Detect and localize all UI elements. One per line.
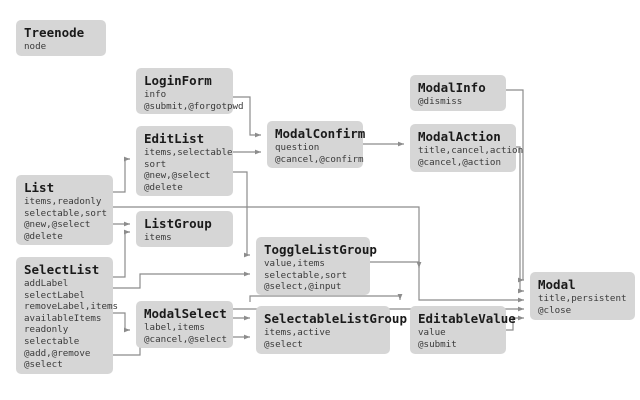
edge-selectlist-modalselect [113, 312, 130, 333]
node-attr: selectable [24, 335, 80, 347]
node-attr: selectable,sort [264, 269, 347, 281]
node-attr: @delete [144, 181, 183, 193]
node-attrs: node [24, 41, 98, 53]
node-attr: items,active [264, 327, 331, 338]
node-attrs: value@submit [418, 327, 498, 350]
node-title: Modal [538, 277, 576, 292]
node-loginform[interactable]: LoginForm info@submit,@forgotpwd [136, 68, 244, 114]
node-attr: selectable,sort [24, 207, 107, 219]
node-title: ModalSelect [144, 306, 227, 321]
node-title: SelectList [24, 262, 100, 277]
node-attr: @cancel,@action [418, 156, 501, 168]
node-selectablelistgroup[interactable]: SelectableListGroup items,active@select [256, 306, 407, 354]
node-attr: @select [24, 359, 63, 371]
node-attr: title,persistent [538, 293, 627, 304]
edge-editlist-togglelistgroup [233, 171, 250, 258]
node-attr: @submit,@forgotpwd [144, 100, 244, 112]
node-title: ListGroup [144, 216, 212, 231]
node-editablevalue[interactable]: EditableValue value@submit [410, 306, 516, 354]
node-attrs: info@submit,@forgotpwd [144, 89, 244, 112]
node-attr: @new,@select [144, 170, 211, 182]
edge-selectlist-togglelistgroup [113, 271, 250, 289]
node-modalaction[interactable]: ModalAction title,cancel,action@cancel,@… [410, 124, 524, 172]
node-attr: readonly [24, 324, 69, 336]
node-title: Treenode [24, 25, 85, 40]
node-attr: title,cancel,action [418, 145, 524, 156]
node-attrs: label,items@cancel,@select [144, 322, 227, 345]
node-attr: question [275, 142, 320, 153]
node-attr: node [24, 41, 47, 52]
node-attrs: title,cancel,action@cancel,@action [418, 145, 524, 168]
node-attr: availableItems [24, 312, 102, 324]
node-listgroup[interactable]: ListGroup items [136, 211, 233, 247]
node-modal[interactable]: Modal title,persistent@close [530, 272, 635, 320]
node-title: SelectableListGroup [264, 311, 407, 326]
node-attrs: items [144, 232, 225, 244]
node-title: List [24, 180, 55, 195]
edge-selectablelistgroup-modal [249, 294, 403, 302]
node-attr: @select [264, 338, 303, 350]
node-attr: @delete [24, 230, 63, 242]
node-modalinfo[interactable]: ModalInfo @dismiss [410, 75, 506, 111]
node-attr: label,items [144, 322, 205, 333]
node-title: ModalConfirm [275, 126, 366, 141]
node-attr: items,readonly [24, 196, 102, 207]
node-attrs: items,active@select [264, 327, 382, 350]
node-attr: @dismiss [418, 96, 463, 107]
node-attr: value [418, 327, 446, 338]
node-title: LoginForm [144, 73, 212, 88]
node-attr: addLabel [24, 278, 69, 289]
node-attrs: question@cancel,@confirm [275, 142, 364, 165]
node-attr: selectLabel [24, 289, 85, 301]
node-attr: @cancel,@confirm [275, 153, 364, 165]
node-title: EditableValue [418, 311, 516, 326]
node-treenode[interactable]: Treenode node [16, 20, 106, 56]
node-attr: items [144, 232, 172, 243]
edge-modalinfo-modal [506, 89, 524, 283]
node-title: ToggleListGroup [264, 242, 377, 257]
node-attr: @new,@select [24, 219, 91, 231]
node-attr: @select,@input [264, 281, 342, 293]
node-attr: info [144, 89, 167, 100]
node-title: ModalInfo [418, 80, 486, 95]
node-title: ModalAction [418, 129, 501, 144]
node-attr: sort [144, 158, 167, 170]
edge-selectlist-listgroup [113, 229, 130, 278]
edge-togglelistgroup-modal [370, 261, 524, 303]
node-attr: @submit [418, 338, 457, 350]
node-attrs: @dismiss [418, 96, 498, 108]
node-title: EditList [144, 131, 205, 146]
edge-list-editlist [113, 156, 130, 193]
node-modalconfirm[interactable]: ModalConfirm question@cancel,@confirm [267, 121, 366, 168]
edge-modalaction-modal [516, 146, 524, 294]
node-modalselect[interactable]: ModalSelect label,items@cancel,@select [136, 301, 233, 348]
node-attr: removeLabel,items [24, 301, 119, 313]
node-attr: value,items [264, 258, 325, 269]
node-attrs: title,persistent@close [538, 293, 627, 316]
node-attr: @close [538, 304, 572, 316]
node-attr: @add,@remove [24, 347, 91, 359]
node-attr: @cancel,@select [144, 333, 227, 345]
node-attr: items,selectable [144, 147, 233, 158]
